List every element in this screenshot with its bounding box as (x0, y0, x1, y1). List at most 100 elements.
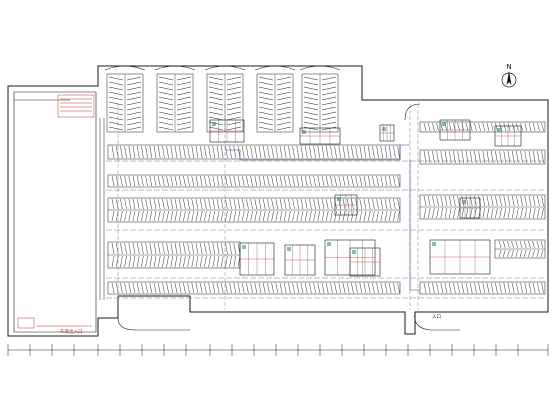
core-marker (327, 242, 331, 246)
stall-line (158, 126, 174, 131)
stall-line (208, 242, 211, 255)
stall-line (250, 175, 253, 187)
top-module (299, 65, 341, 133)
stall-line (220, 210, 224, 222)
stall-line (237, 198, 241, 210)
stall-line (490, 207, 494, 219)
stall-line (187, 145, 190, 159)
stall-line (397, 282, 400, 294)
stall-line (499, 282, 502, 294)
stall-line (153, 145, 157, 159)
stall-line (380, 175, 384, 187)
stall-line (158, 86, 174, 91)
stall-row (107, 144, 401, 160)
stall-line (199, 145, 203, 159)
stall-line (136, 175, 140, 187)
stall-line (176, 116, 192, 121)
stall-line (423, 122, 427, 132)
core-block (439, 119, 471, 141)
stall-row (494, 239, 546, 259)
stall-line (303, 91, 319, 96)
stall-line (254, 282, 258, 294)
stall-line (317, 210, 321, 222)
stall-line (321, 81, 337, 86)
stall-line (363, 282, 367, 294)
stall-line (250, 282, 253, 294)
stall-line (288, 282, 291, 294)
stall-line (507, 195, 511, 207)
stall-line (474, 207, 477, 219)
service-line (409, 160, 420, 291)
stall-line (237, 242, 241, 255)
stall-line (325, 145, 329, 159)
stall-line (367, 145, 371, 159)
stall-row (107, 174, 401, 188)
stall-line (208, 116, 224, 121)
stall-line (519, 240, 523, 249)
stall-line (461, 207, 465, 219)
stall-line (176, 86, 192, 91)
stall-line (124, 145, 127, 159)
stall-line (126, 76, 142, 81)
stall-line (132, 145, 136, 159)
stall-line (246, 282, 249, 294)
stall-line (309, 210, 312, 222)
stall-line (511, 207, 515, 219)
stall-line (397, 175, 400, 187)
stall-line (212, 175, 216, 187)
stall-line (162, 210, 165, 222)
stall-line (128, 175, 132, 187)
stall-line (241, 210, 245, 222)
stall-line (149, 210, 153, 222)
stall-line (254, 145, 258, 159)
stall-line (495, 150, 498, 164)
stall-line (427, 282, 431, 294)
stall-line (313, 145, 316, 159)
stall-line (537, 207, 540, 219)
stall-line (342, 198, 346, 210)
stall-line (176, 111, 192, 116)
stall-line (220, 242, 224, 255)
stall-line (532, 249, 535, 258)
stall-line (111, 210, 115, 222)
stall-line (108, 121, 124, 126)
stall-line (367, 210, 371, 222)
row-frame (419, 121, 546, 133)
stall-line (115, 242, 119, 255)
stall-line (216, 175, 220, 187)
stall-line (532, 195, 536, 207)
stall-line (108, 76, 124, 81)
core-marker (352, 250, 356, 254)
stall-line (237, 255, 241, 268)
stall-line (283, 175, 287, 187)
stall-line (157, 255, 161, 268)
stall-line (183, 175, 186, 187)
stall-line (199, 175, 203, 187)
stall-line (303, 126, 319, 131)
stall-line (220, 255, 224, 268)
stall-line (153, 282, 157, 294)
stall-line (226, 106, 242, 111)
stall-line (145, 175, 148, 187)
stall-line (334, 282, 337, 294)
stall-line (195, 282, 199, 294)
stall-line (271, 198, 274, 210)
stall-line (276, 111, 292, 116)
stall-line (120, 210, 123, 222)
stall-line (502, 249, 506, 258)
stall-line (258, 106, 274, 111)
stall-line (482, 122, 486, 132)
stall-line (258, 175, 262, 187)
stall-line (246, 198, 249, 210)
stall-line (199, 210, 203, 222)
module-arc (154, 65, 196, 71)
stall-line (178, 255, 182, 268)
stall-line (208, 255, 211, 268)
stall-line (145, 145, 148, 159)
stall-line (229, 198, 232, 210)
stall-line (486, 207, 490, 219)
stall-line (474, 195, 477, 207)
stall-line (503, 150, 507, 164)
core-block (379, 124, 395, 142)
stall-line (321, 76, 337, 81)
